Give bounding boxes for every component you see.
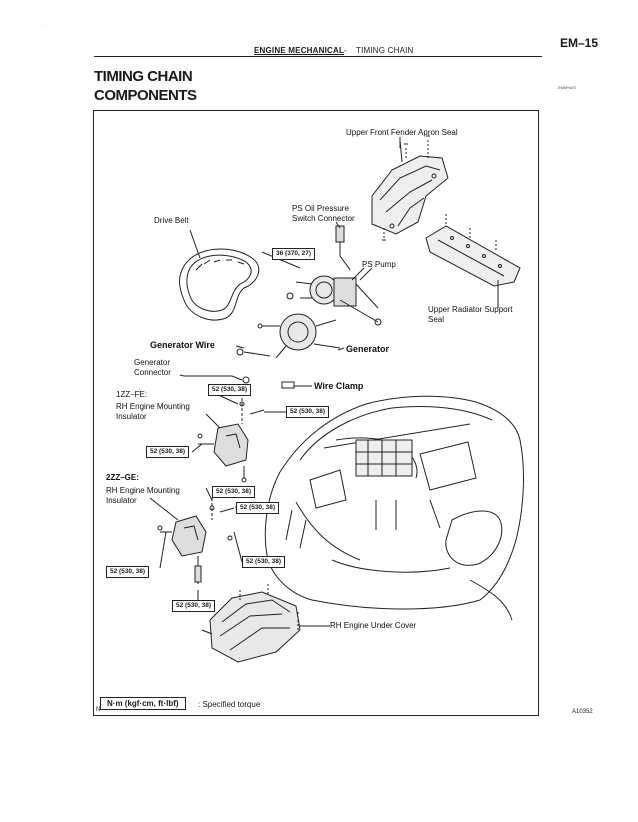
car-body-shape (264, 395, 524, 621)
label-1zz-line1: 1ZZ–FE: (116, 390, 148, 399)
torque-box: 52 (530, 38) (172, 600, 216, 612)
label-generator-connector-line2: Connector (134, 368, 171, 377)
generator-shape (236, 313, 341, 359)
under-cover-shape (201, 584, 330, 663)
label-2zz-line1: 2ZZ–GE: (106, 473, 139, 482)
scan-mark: · (44, 22, 46, 28)
page-title: TIMING CHAIN (94, 68, 193, 85)
legend-description: : Specified torque (198, 700, 261, 709)
label-drive-belt: Drive Belt (154, 216, 189, 225)
label-generator-wire: Generator Wire (150, 340, 215, 350)
legend-unit-box: N·m (kgf·cm, ft·lbf) (100, 697, 186, 710)
label-ps-pump: PS Pump (362, 260, 396, 269)
label-generator-connector-line1: Generator (134, 358, 171, 367)
mount-1zz-shape (197, 398, 265, 483)
label-under-cover: RH Engine Under Cover (330, 621, 417, 630)
torque-box: 52 (530, 38) (106, 566, 150, 578)
diagram-frame (93, 110, 539, 716)
header-section: ENGINE MECHANICAL (254, 46, 345, 55)
label-ps-switch-line1: PS Oil Pressure (292, 204, 349, 213)
figure-code: A10352 (572, 709, 593, 715)
fender-apron-seal-shape (371, 135, 449, 241)
section-code: EM0Pu03 (558, 85, 576, 90)
header-subsection: TIMING CHAIN (356, 46, 414, 55)
header-separator: - (344, 46, 347, 55)
label-upper-radiator-line2: Seal (428, 315, 445, 324)
torque-box: 52 (530, 38) (242, 556, 286, 568)
label-1zz-line2: RH Engine Mounting (116, 402, 190, 411)
ps-switch-connector-shape (335, 225, 351, 271)
torque-box: 52 (530, 38) (212, 486, 256, 498)
label-generator: Generator (346, 344, 390, 354)
mount-2zz-shape (157, 498, 235, 584)
drive-belt-shape (179, 229, 260, 321)
label-2zz-line3: Insulator (106, 496, 137, 505)
page-subtitle: COMPONENTS (94, 87, 197, 104)
radiator-support-seal-shape (425, 214, 521, 308)
label-upper-fender-seal: Upper Front Fender Apron Seal (346, 128, 458, 137)
footer-mark: N (96, 707, 101, 713)
generator-connector-shape (184, 375, 250, 384)
label-upper-radiator-line1: Upper Radiator Support (428, 305, 513, 314)
label-1zz-line3: Insulator (116, 412, 147, 421)
torque-box: 52 (530, 38) (146, 446, 190, 458)
label-wire-clamp: Wire Clamp (314, 381, 364, 391)
label-2zz-line2: RH Engine Mounting (106, 486, 180, 495)
wire-clamp-shape (281, 381, 308, 389)
torque-box: 52 (530, 38) (286, 406, 330, 418)
page-number: EM–15 (560, 36, 599, 50)
label-ps-switch-line2: Switch Connector (292, 214, 355, 223)
ps-pump-shape (286, 267, 382, 326)
torque-box: 52 (530, 38) (208, 384, 252, 396)
torque-box: 52 (530, 38) (236, 502, 280, 514)
torque-box: 36 (370, 27) (272, 248, 316, 260)
header-rule (94, 56, 542, 57)
